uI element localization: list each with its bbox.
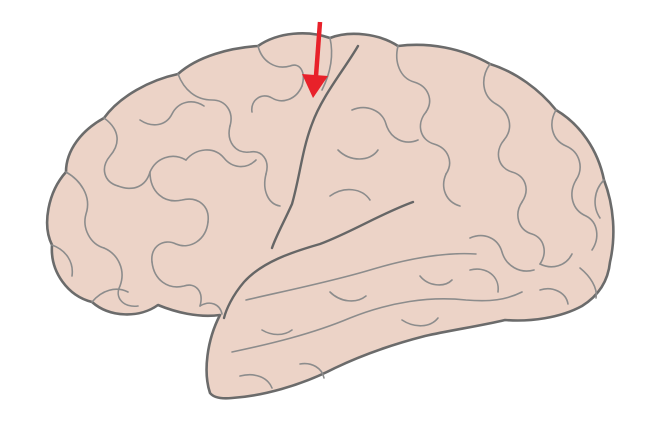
- arrow-down-icon: [302, 21, 328, 98]
- lateral-sulcus: [222, 200, 415, 320]
- central-sulcus: [270, 44, 360, 250]
- sulci-pattern: [51, 37, 605, 389]
